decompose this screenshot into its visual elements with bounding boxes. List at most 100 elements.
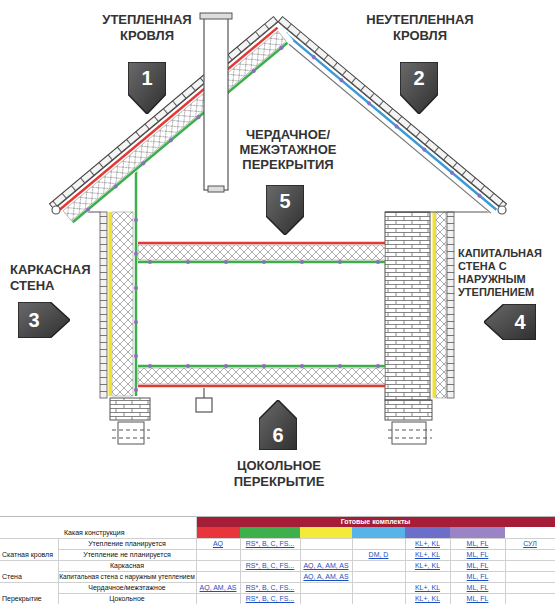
wall-siding: [447, 212, 454, 398]
membrane-line: [279, 28, 497, 210]
kit-link: KL+, KL: [405, 582, 450, 593]
membrane-line: [60, 28, 278, 210]
callout-arrow: 3: [18, 302, 70, 338]
kit-link: KL+, KL: [405, 593, 450, 604]
kit-link: ML, FL: [450, 582, 505, 593]
chimney-cap: [200, 13, 232, 19]
header-band: [196, 517, 555, 527]
arrow-outline: [266, 185, 304, 235]
foundation: [110, 398, 150, 420]
callout-arrow: 2: [400, 62, 438, 114]
vapor-barrier-line: [138, 365, 385, 368]
row-label: Каркасная: [58, 560, 196, 571]
membrane-line: [138, 385, 385, 388]
color-strip: [352, 527, 405, 538]
arrow-outline: [259, 400, 297, 450]
roof-shingles: [49, 17, 278, 210]
table-rule: [0, 516, 555, 517]
arrow-shape: [484, 304, 536, 340]
foundation: [385, 400, 432, 420]
wall-siding: [100, 212, 107, 398]
color-strip: [196, 527, 240, 538]
kit-link: ML, FL: [450, 571, 505, 582]
section-heading: КАПИТАЛЬНАЯ СТЕНА С НАРУЖНЫМ УТЕПЛЕНИЕМ: [458, 247, 553, 299]
fastener-dots: [286, 34, 495, 208]
row-label: Утепление планируется: [58, 538, 196, 549]
rafter-line: [276, 34, 491, 214]
table-header: Какая конструкция: [64, 527, 190, 538]
callout-number: 3: [28, 309, 39, 331]
kit-link: KL+, KL: [405, 549, 450, 560]
kit-link: ML, FL: [450, 549, 505, 560]
fastener-dots: [150, 364, 380, 368]
row-group: Перекрытие: [0, 593, 58, 604]
row-label: Чердачное/межэтажное: [58, 582, 196, 593]
color-strip: [450, 527, 505, 538]
kit-link: RS*, B, C, FS...: [240, 538, 300, 549]
row-label: Цокольное: [58, 593, 196, 604]
floor-insulation: [138, 368, 385, 384]
arrow-shape: [18, 302, 70, 338]
floor-insulation: [138, 245, 385, 260]
kit-link: AQ: [196, 538, 240, 549]
footing: [392, 422, 426, 444]
color-strip: [240, 527, 300, 538]
wind-membrane-line: [109, 212, 112, 396]
kit-link: RS*, B, C, FS...: [240, 582, 300, 593]
row-group: Стена: [0, 571, 58, 582]
wall-insulation: [112, 212, 133, 396]
table-ground: [0, 516, 555, 604]
arrow-outline: [484, 304, 536, 340]
kit-link: AQ, A, AM, AS: [300, 571, 352, 582]
wall-insulation: [436, 212, 446, 398]
callout-arrow: 6: [259, 400, 297, 450]
table-header: Готовые комплекты: [196, 517, 555, 527]
brick-wall: [385, 212, 430, 400]
section-heading: ЦОКОЛЬНОЕ ПЕРЕКРЫТИЕ: [219, 458, 339, 490]
kit-link: СУЛ: [505, 538, 555, 549]
warm-roof: [49, 17, 293, 228]
kit-link: AQ, A, AM, AS: [300, 560, 352, 571]
callout-arrow: 5: [266, 185, 304, 235]
pipe: [203, 388, 204, 398]
fastener-dots: [150, 260, 380, 264]
roof-insulation: [63, 31, 286, 221]
chimney: [204, 18, 228, 190]
callout-number: 5: [279, 190, 290, 212]
roof-ground: [49, 17, 293, 228]
callout-number: 4: [514, 311, 525, 333]
vapor-barrier-line: [138, 261, 385, 264]
color-strip: [300, 527, 352, 538]
roof-shingles: [278, 17, 507, 210]
section-heading: УТЕПЛЕННАЯ КРОВЛЯ: [97, 12, 197, 44]
cold-roof: [271, 17, 507, 218]
gutter: [52, 206, 60, 214]
top-plate: [385, 211, 454, 212]
table-grid: [0, 517, 555, 604]
kit-link: RS*, B, C, FS...: [240, 560, 300, 571]
callout-number: 6: [272, 424, 283, 446]
kit-link: AQ, AM, AS: [196, 582, 240, 593]
kit-link: ML, FL: [450, 560, 505, 571]
section-heading: НЕУТЕПЛЕННАЯ КРОВЛЯ: [359, 12, 481, 44]
row-label: Капитальная стена с наружным утеплением: [58, 571, 196, 582]
arrow-outline: [400, 62, 438, 114]
chimney-base: [208, 186, 224, 192]
section-heading: КАРКАСНАЯ СТЕНА: [10, 262, 98, 294]
callout-number: 1: [141, 67, 152, 89]
gutter: [498, 206, 506, 214]
kit-link: KL+, KL: [405, 538, 450, 549]
vapor-barrier-line: [135, 168, 138, 396]
callout-arrow: 4: [484, 304, 536, 340]
row-group: Скатная кровля: [0, 549, 58, 560]
arrow-outline: [18, 302, 70, 338]
kit-link: ML, FL: [450, 538, 505, 549]
under-floor-box: [196, 398, 212, 412]
wind-membrane-line: [433, 212, 436, 398]
kit-link: DM, D: [352, 549, 405, 560]
footing: [118, 422, 144, 444]
row-label: Утепление не планируется: [58, 549, 196, 560]
callout-number: 2: [413, 67, 424, 89]
